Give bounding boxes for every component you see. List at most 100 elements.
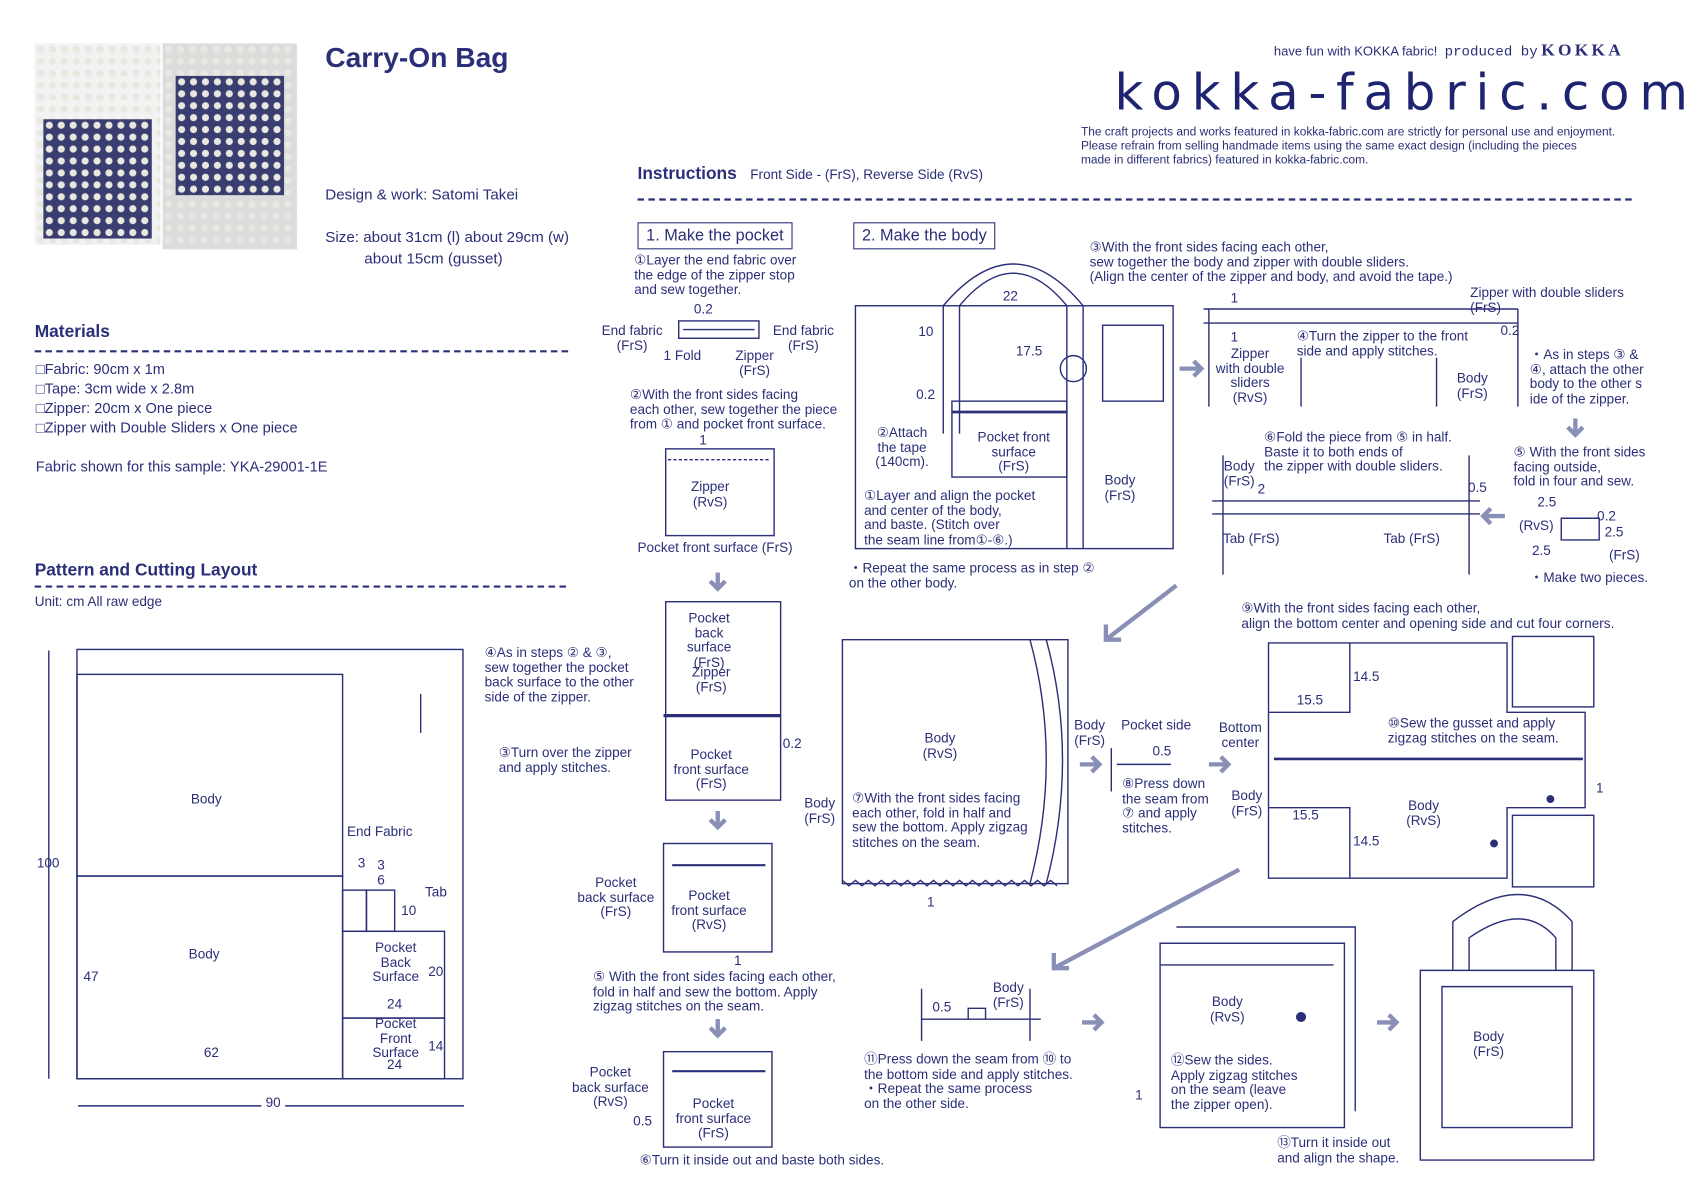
body-label: Body (FrS) bbox=[992, 980, 1024, 1010]
pattern-label: 90 bbox=[261, 1096, 286, 1111]
body-label: ⑧Press down the seam from ⑦ and apply st… bbox=[1122, 776, 1209, 836]
body-label: 1 bbox=[1230, 329, 1239, 345]
body-label: ・As in steps ③ & ④, attach the other bod… bbox=[1529, 346, 1644, 407]
body-label: 17.5 bbox=[1015, 343, 1043, 359]
body-label: Body (RvS) bbox=[1209, 994, 1245, 1025]
tagline: have fun with KOKKA fabric! produced by … bbox=[1273, 42, 1624, 59]
tagline-text: have fun with KOKKA fabric! bbox=[1273, 43, 1438, 59]
body-label: 2.5 bbox=[1537, 494, 1557, 510]
pattern-label: Body bbox=[190, 791, 222, 807]
body-label: ⑪Press down the seam from ⑩ to the botto… bbox=[864, 1051, 1073, 1111]
pocket-label: Pocket front surface (FrS) bbox=[675, 1096, 752, 1141]
body-label: 14.5 bbox=[1353, 833, 1380, 849]
body-label: Zipper with double sliders (RvS) bbox=[1215, 345, 1285, 405]
size-line-1: Size: about 31cm (l) about 29cm (w) bbox=[325, 227, 570, 246]
legend: Front Side - (FrS), Reverse Side (RvS) bbox=[750, 166, 983, 183]
pattern-heading: Pattern and Cutting Layout bbox=[34, 561, 258, 581]
body-label: ④Turn the zipper to the front side and a… bbox=[1296, 328, 1469, 359]
bag-on-suitcase-photo bbox=[162, 43, 298, 250]
body-label: (FrS) bbox=[1608, 547, 1640, 563]
body-label: Pocket side bbox=[1121, 717, 1192, 733]
body-label: Body (FrS) bbox=[1473, 1028, 1505, 1059]
body-label: Body (RvS) bbox=[922, 730, 958, 761]
disclaimer: The craft projects and works featured in… bbox=[1080, 125, 1616, 167]
step-arrows bbox=[708, 359, 1585, 1039]
pattern-label: 100 bbox=[36, 855, 60, 871]
body-label: 22 bbox=[1002, 288, 1018, 304]
instructions-title: Instructions bbox=[637, 164, 737, 184]
pattern-label: 14 bbox=[428, 1038, 444, 1054]
body-label: 0.2 bbox=[1597, 508, 1616, 524]
body-label: Zipper with double sliders (FrS) bbox=[1470, 285, 1624, 315]
unit-note: Unit: cm All raw edge bbox=[34, 594, 163, 610]
cutting-layout bbox=[48, 648, 465, 1107]
body-label: 1 bbox=[1135, 1087, 1143, 1103]
pocket-label: 1 bbox=[699, 432, 707, 448]
pattern-label: 24 bbox=[387, 1057, 403, 1073]
pocket-label: Zipper (FrS) bbox=[735, 348, 774, 378]
pattern-label: 3 bbox=[377, 857, 385, 873]
body-label: Tab (FrS) bbox=[1222, 531, 1280, 547]
body-label: Body (RvS) bbox=[1406, 797, 1441, 828]
divider bbox=[34, 350, 569, 353]
material-item: □Fabric: 90cm x 1m bbox=[35, 361, 166, 378]
pattern-label: End Fabric bbox=[346, 823, 413, 840]
body-label: 0.5 bbox=[932, 999, 952, 1015]
body-label: 0.2 bbox=[1500, 323, 1520, 339]
pattern-label: 24 bbox=[387, 996, 403, 1012]
body-label: ⑥Fold the piece from ⑤ in half. Baste it… bbox=[1264, 429, 1452, 474]
pocket-label: Zipper (RvS) bbox=[690, 479, 730, 510]
pocket-label: Pocket front surface (FrS) bbox=[673, 747, 749, 792]
body-label: 15.5 bbox=[1296, 692, 1324, 708]
pocket-label: Pocket back surface (FrS) bbox=[577, 874, 655, 920]
material-item: □Zipper with Double Sliders x One piece bbox=[35, 419, 298, 436]
pattern-label: 6 bbox=[377, 872, 385, 888]
body-label: Pocket front surface (FrS) bbox=[977, 429, 1050, 474]
pocket-label: Pocket back surface (RvS) bbox=[571, 1064, 649, 1110]
body-label: Bottom center bbox=[1218, 719, 1262, 750]
body-label: Body (FrS) bbox=[1074, 717, 1106, 748]
size-line-2: about 15cm (gusset) bbox=[364, 249, 503, 267]
instructions-heading: Instructions Front Side - (FrS), Reverse… bbox=[638, 165, 983, 185]
pattern-label: Pocket Front Surface bbox=[372, 1015, 420, 1061]
body-label: ①Layer and align the pocket and center o… bbox=[864, 487, 1036, 547]
pocket-label: Pocket front surface (RvS) bbox=[671, 887, 747, 933]
pocket-label: ③Turn over the zipper and apply stitches… bbox=[498, 744, 632, 775]
pattern-label: 62 bbox=[203, 1045, 219, 1061]
body-label: Body (FrS) bbox=[1456, 370, 1488, 401]
site-logo: kokka-fabric.com bbox=[1114, 62, 1698, 122]
body-label: ③With the front sides facing each other,… bbox=[1089, 239, 1453, 285]
body-label: ②Attach the tape (140cm). bbox=[875, 425, 929, 470]
body-step-heading: 2. Make the body bbox=[853, 222, 996, 250]
pocket-label: Zipper (FrS) bbox=[692, 664, 731, 695]
body-label: 0.2 bbox=[916, 387, 936, 403]
body-label: Body (FrS) bbox=[1104, 472, 1136, 503]
materials-heading: Materials bbox=[34, 323, 110, 342]
pocket-label: Pocket back surface (FrS) bbox=[686, 610, 732, 670]
material-item: □Zipper: 20cm x One piece bbox=[35, 400, 213, 417]
pocket-label: 1 bbox=[734, 953, 742, 969]
body-label: ⑩Sew the gusset and apply zigzag stitche… bbox=[1387, 715, 1559, 746]
pattern-label: 10 bbox=[401, 903, 417, 919]
divider bbox=[34, 585, 566, 588]
body-label: 0.5 bbox=[1152, 743, 1172, 759]
body-label: 0.5 bbox=[1468, 480, 1487, 496]
body-label: ⑤ With the front sides facing outside, f… bbox=[1513, 444, 1646, 489]
body-label: ・Repeat the same process as in step ② on… bbox=[848, 560, 1095, 591]
body-label: Body (FrS) bbox=[1223, 458, 1255, 489]
body-label: ・Make two pieces. bbox=[1529, 570, 1649, 586]
body-label: 15.5 bbox=[1292, 807, 1319, 823]
body-label: 2 bbox=[1257, 481, 1266, 497]
body-label: ⑫Sew the sides. Apply zigzag stitches on… bbox=[1170, 1052, 1298, 1113]
pocket-diagrams bbox=[662, 320, 782, 1148]
bag-photo bbox=[34, 43, 161, 246]
pattern-label: 3 bbox=[357, 855, 366, 871]
pocket-label: ⑤ With the front sides facing each other… bbox=[593, 969, 836, 1014]
pocket-label: ④As in steps ② & ③, sew together the poc… bbox=[484, 645, 634, 705]
pocket-label: ②With the front sides facing each other,… bbox=[629, 387, 838, 432]
body-label: 1 bbox=[926, 894, 935, 910]
body-label: Tab (FrS) bbox=[1383, 531, 1440, 547]
pattern-label: Body bbox=[188, 946, 220, 962]
body-label: (RvS) bbox=[1518, 518, 1554, 534]
